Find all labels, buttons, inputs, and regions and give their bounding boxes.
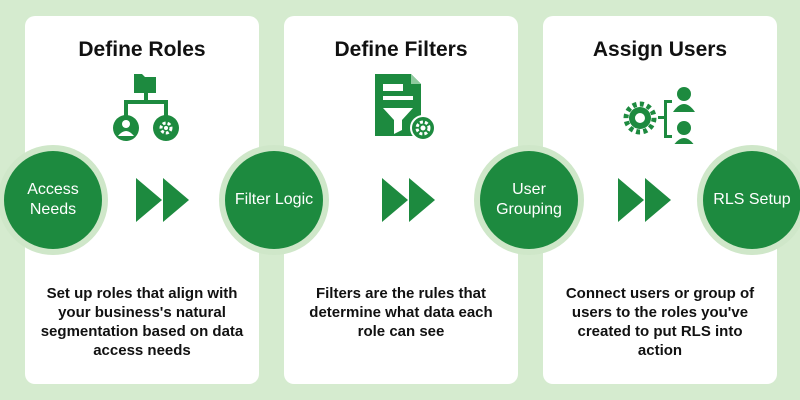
flow-node-user-grouping: User Grouping: [480, 151, 578, 249]
fast-forward-icon: [380, 176, 438, 229]
flow-node-filter-logic: Filter Logic: [225, 151, 323, 249]
document-filter-icon: [359, 68, 443, 153]
gear-users-icon: [618, 68, 702, 149]
stage-description: Connect users or group of users to the r…: [565, 285, 755, 359]
stage-description: Set up roles that align with your busine…: [40, 285, 244, 359]
flow-node-label: RLS Setup: [713, 191, 791, 208]
flow-node-rls-setup: RLS Setup: [703, 151, 800, 249]
stage-title: Define Roles: [78, 38, 206, 61]
stage-description: Filters are the rules that determine wha…: [309, 285, 493, 340]
flow-node-label: User Grouping: [496, 181, 562, 218]
flow-node-label: Filter Logic: [234, 191, 314, 208]
stage-title: Define Filters: [334, 38, 468, 61]
roles-hierarchy-icon: [100, 68, 184, 149]
flow-node-label: Access Needs: [27, 181, 79, 218]
stage-title: Assign Users: [592, 38, 728, 61]
flow-node-access-needs: Access Needs: [4, 151, 102, 249]
fast-forward-icon: [134, 176, 192, 229]
fast-forward-icon: [616, 176, 674, 229]
